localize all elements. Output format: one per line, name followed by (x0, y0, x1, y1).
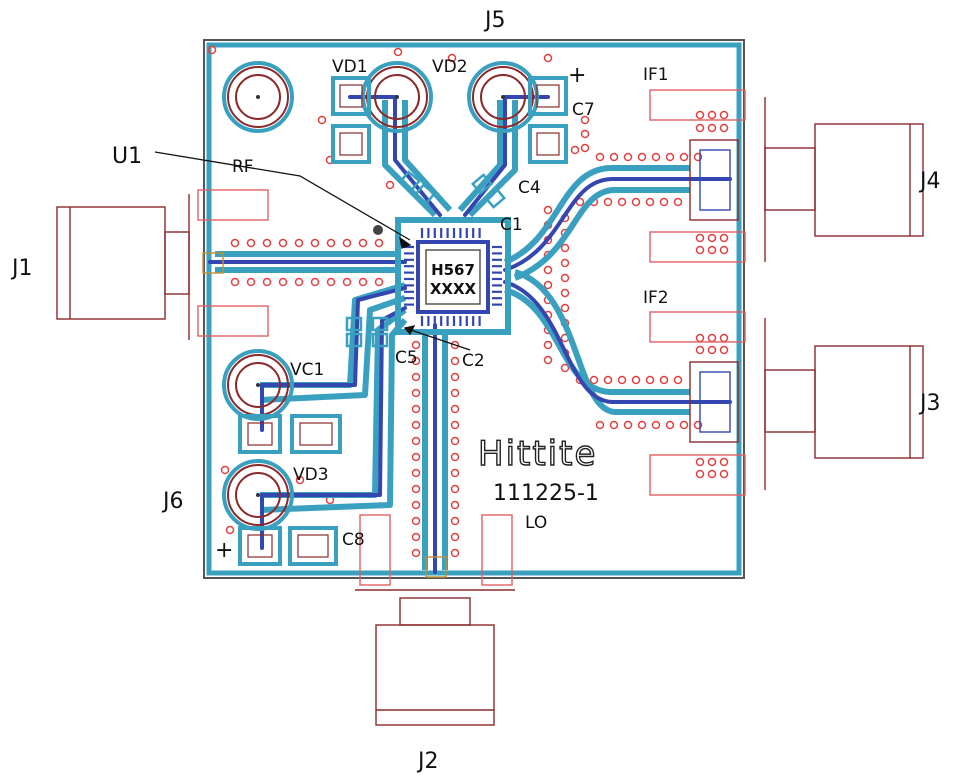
label-j2: J2 (416, 749, 439, 773)
chip-marking-line2: XXXX (430, 280, 477, 298)
dc-terminals (222, 61, 568, 566)
label-vd1: VD1 (332, 57, 368, 77)
label-j6: J6 (161, 489, 184, 514)
label-vc1: VC1 (290, 360, 324, 380)
capacitor-pads (345, 170, 506, 348)
label-c1: C1 (500, 215, 523, 235)
j4-connector (649, 89, 924, 263)
label-rf: RF (232, 157, 254, 177)
label-vd2: VD2 (432, 57, 468, 77)
component-labels: J5 J1 J2 J4 J3 J6 U1 RF LO IF1 IF2 VD1 V… (10, 8, 941, 774)
label-u1: U1 (112, 144, 142, 169)
label-c5: C5 (395, 348, 418, 368)
label-vd3: VD3 (293, 465, 329, 485)
label-c7: C7 (572, 100, 595, 120)
board-part-number: 111225-1 (493, 481, 599, 506)
label-j1: J1 (10, 256, 33, 281)
board-outline (203, 39, 745, 579)
j3-connector (649, 311, 924, 496)
label-c8: C8 (342, 530, 365, 550)
chip-marking-line1: H567 (431, 261, 475, 279)
label-lo: LO (525, 513, 547, 533)
u1-chip: H567 XXXX (373, 217, 511, 335)
label-plus-bottom: + (215, 538, 233, 563)
label-j4: J4 (918, 169, 941, 194)
label-if2: IF2 (643, 288, 669, 308)
label-j5: J5 (483, 8, 506, 33)
label-if1: IF1 (643, 65, 669, 85)
board-brand: Hittite (478, 434, 597, 474)
label-c2: C2 (462, 351, 485, 371)
j1-connector (56, 189, 269, 340)
leader-lines (154, 151, 471, 351)
label-c4: C4 (518, 178, 541, 198)
j2-connector (355, 514, 515, 726)
label-j3: J3 (918, 391, 941, 416)
label-plus-top: + (568, 63, 586, 88)
via-array (207, 45, 729, 558)
